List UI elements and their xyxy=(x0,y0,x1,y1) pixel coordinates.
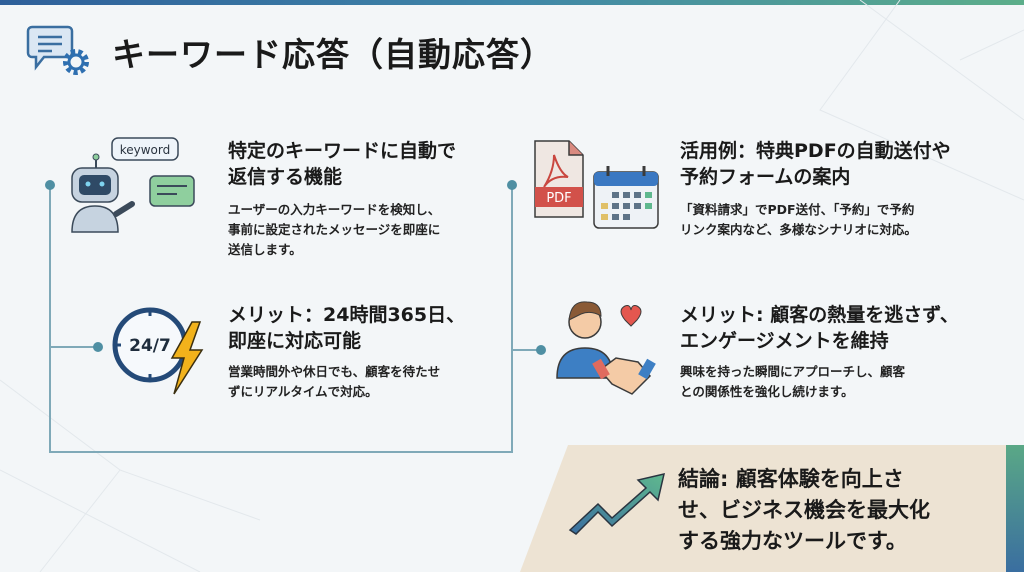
timeline-dot xyxy=(93,342,103,352)
timeline-dot xyxy=(507,180,517,190)
item-usecase-body: 「資料請求」でPDF送付、「予約」で予約リンク案内など、多様なシナリオに対応。 xyxy=(680,202,917,237)
growth-arrow-icon xyxy=(568,472,666,535)
timeline-dot xyxy=(536,345,546,355)
item-usecase-heading: 活用例：特典PDFの自動送付や予約フォームの案内 xyxy=(680,140,951,188)
svg-text:keyword: keyword xyxy=(120,143,171,157)
conclusion-accent-strip xyxy=(1006,445,1024,572)
clock-24-7-icon: 24/7 xyxy=(112,307,204,395)
item-engagement-heading: メリット: 顧客の熱量を逃さず、エンゲージメントを維持 xyxy=(680,304,959,352)
svg-text:PDF: PDF xyxy=(546,191,571,206)
item-keyword-heading: 特定のキーワードに自動で返信する機能 xyxy=(228,140,457,188)
timeline-dots xyxy=(45,180,546,355)
timeline-connectors xyxy=(49,185,540,453)
chat-gear-icon xyxy=(26,25,89,75)
person-handshake-heart-icon xyxy=(556,301,656,395)
timeline-dot xyxy=(45,180,55,190)
conclusion-text: 結論: 顧客体験を向上させ、ビジネス機会を最大化する強力なツールです。 xyxy=(678,467,930,553)
calendar-icon xyxy=(593,166,659,229)
pdf-file-icon: PDF xyxy=(534,140,584,218)
page-title: キーワード応答（自動応答） xyxy=(112,35,554,74)
item-merit-24h-heading: メリット：24時間365日、即座に対応可能 xyxy=(228,304,466,352)
top-accent-bar xyxy=(0,0,1024,5)
conclusion-panel xyxy=(520,445,1006,572)
item-merit-24h-body: 営業時間外や休日でも、顧客を待たせずにリアルタイムで対応。 xyxy=(228,364,441,399)
robot-keyword-icon: keyword xyxy=(71,137,195,233)
svg-text:24/7: 24/7 xyxy=(129,336,171,356)
item-engagement-body: 興味を持った瞬間にアプローチし、顧客との関係性を強化し続けます。 xyxy=(680,364,906,399)
item-keyword-body: ユーザーの入力キーワードを検知し、事前に設定されたメッセージを即座に送信します。 xyxy=(228,202,441,257)
